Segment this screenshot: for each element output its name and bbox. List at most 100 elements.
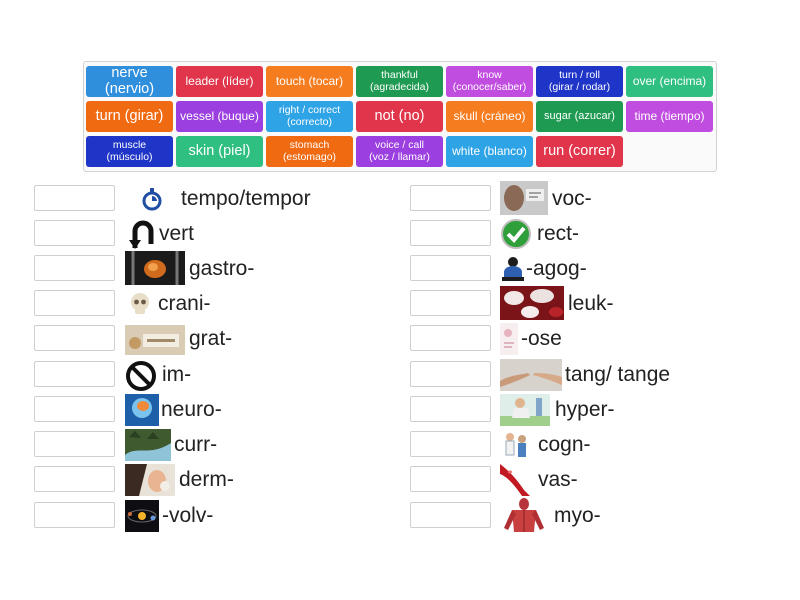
drop-zone[interactable] (34, 431, 115, 457)
word-bank: nerve (nervio) leader (líder) touch (toc… (83, 61, 717, 172)
blood-cells-image (500, 286, 564, 320)
tile-skull[interactable]: skull (cráneo) (446, 101, 533, 132)
thankful-card-image (125, 325, 185, 355)
jumping-person-image (500, 394, 550, 426)
prefix-term: im- (162, 363, 192, 386)
tile-turn-roll[interactable]: turn / roll (girar / rodar) (536, 66, 623, 97)
prefix-term: crani- (158, 292, 211, 315)
drop-zone[interactable] (34, 220, 115, 246)
prefix-term: vert (159, 222, 195, 245)
drop-zone[interactable] (410, 185, 491, 211)
prefix-term: voc- (552, 187, 592, 210)
drop-zone[interactable] (34, 325, 115, 351)
match-row: -volv- (34, 500, 394, 532)
drop-zone[interactable] (34, 185, 115, 211)
tile-sugar[interactable]: sugar (azucar) (536, 101, 623, 132)
prefix-term: -ose (521, 327, 562, 350)
match-row: tempo/tempor (34, 185, 394, 213)
blood-vessel-image (500, 462, 534, 496)
tile-white[interactable]: white (blanco) (446, 136, 533, 167)
tile-thankful[interactable]: thankful (agradecida) (356, 66, 443, 97)
tile-not[interactable]: not (no) (356, 101, 443, 132)
match-row: leuk- (410, 286, 770, 320)
prefix-term: hyper- (555, 398, 615, 421)
drop-zone[interactable] (34, 502, 115, 528)
prefix-term: tempo/tempor (181, 187, 311, 210)
touching-hands-image (500, 359, 562, 391)
match-row: crani- (34, 290, 394, 318)
drop-zone[interactable] (410, 220, 491, 246)
sugar-image (500, 323, 518, 355)
tile-skin[interactable]: skin (piel) (176, 136, 263, 167)
tile-run[interactable]: run (correr) (536, 136, 623, 167)
tile-touch[interactable]: touch (tocar) (266, 66, 353, 97)
tile-right-correct[interactable]: right / correct (correcto) (266, 101, 353, 132)
drop-zone[interactable] (410, 502, 491, 528)
prefix-term: neuro- (161, 398, 222, 421)
drop-zone[interactable] (34, 466, 115, 492)
prefix-term: leuk- (568, 292, 614, 315)
muscle-anatomy-image (500, 498, 548, 532)
river-image (125, 429, 171, 461)
prohibited-icon (125, 360, 157, 392)
prefix-term: -volv- (162, 504, 214, 527)
scientists-image (500, 429, 532, 461)
brain-image (125, 394, 159, 426)
match-row: -ose (410, 323, 770, 355)
drop-zone[interactable] (410, 290, 491, 316)
tile-vessel[interactable]: vessel (buque) (176, 101, 263, 132)
stomach-image (125, 251, 185, 285)
match-row: voc- (410, 181, 770, 215)
drop-zone[interactable] (34, 396, 115, 422)
prefix-term: tang/ tange (565, 363, 671, 386)
match-row: vas- (410, 462, 770, 496)
match-row: -agog- (410, 255, 770, 283)
match-row: myo- (410, 498, 770, 532)
tile-muscle[interactable]: muscle (músculo) (86, 136, 173, 167)
match-row: tang/ tange (410, 359, 770, 391)
drop-zone[interactable] (34, 290, 115, 316)
drop-zone[interactable] (410, 396, 491, 422)
match-row: im- (34, 360, 394, 392)
stopwatch-icon (138, 185, 166, 213)
match-row: grat- (34, 325, 394, 355)
prefix-term: rect- (537, 222, 579, 245)
match-row: rect- (410, 218, 770, 250)
match-row: neuro- (34, 394, 394, 426)
drop-zone[interactable] (410, 255, 491, 281)
tile-stomach[interactable]: stomach (estomago) (266, 136, 353, 167)
drop-zone[interactable] (410, 431, 491, 457)
tile-turn[interactable]: turn (girar) (86, 101, 173, 132)
prefix-term: gastro- (189, 257, 255, 280)
checkmark-icon (500, 218, 532, 250)
prefix-term: myo- (554, 504, 601, 527)
drop-zone[interactable] (34, 361, 115, 387)
solar-system-image (125, 500, 159, 532)
prefix-term: cogn- (538, 433, 591, 456)
drop-zone[interactable] (410, 361, 491, 387)
match-row: gastro- (34, 251, 394, 285)
tile-voice-call[interactable]: voice / call (voz / llamar) (356, 136, 443, 167)
tile-nerve[interactable]: nerve (nervio) (86, 66, 173, 97)
match-row: vert (34, 218, 394, 250)
prefix-term: curr- (174, 433, 218, 456)
drop-zone[interactable] (34, 255, 115, 281)
drop-zone[interactable] (410, 325, 491, 351)
match-row: curr- (34, 429, 394, 461)
drop-zone[interactable] (410, 466, 491, 492)
tile-time[interactable]: time (tiempo) (626, 101, 713, 132)
match-row: derm- (34, 464, 394, 496)
tile-leader[interactable]: leader (líder) (176, 66, 263, 97)
prefix-term: grat- (189, 327, 233, 350)
tile-know[interactable]: know (conocer/saber) (446, 66, 533, 97)
prefix-term: derm- (179, 468, 234, 491)
shouting-image (500, 181, 548, 215)
match-row: hyper- (410, 394, 770, 426)
skin-care-image (125, 464, 175, 496)
prefix-term: -agog- (526, 257, 587, 280)
match-row: cogn- (410, 429, 770, 461)
u-turn-icon (125, 218, 157, 250)
prefix-term: vas- (538, 468, 578, 491)
skull-image (126, 290, 154, 318)
tile-over[interactable]: over (encima) (626, 66, 713, 97)
